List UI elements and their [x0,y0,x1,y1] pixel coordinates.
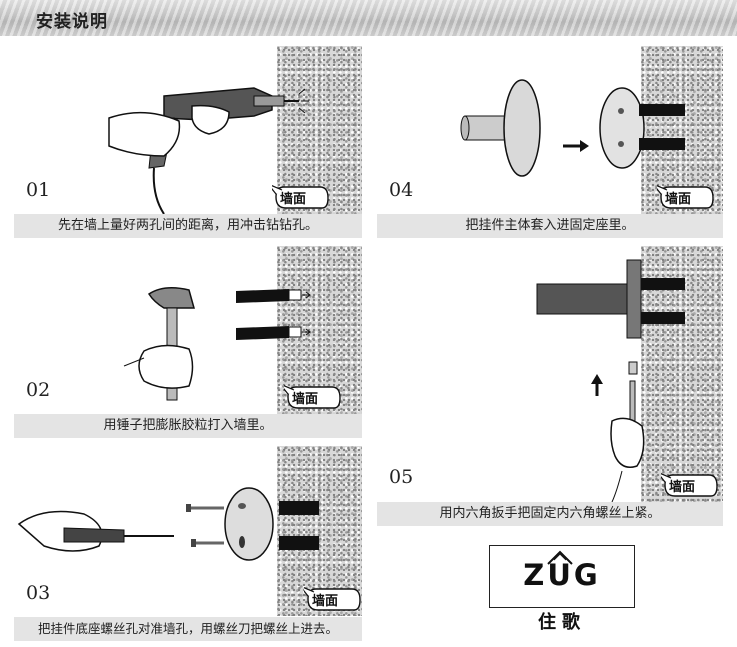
page-title: 安装说明 [36,12,108,32]
wall-label-bubble: 墙面 [661,472,718,498]
step-05-caption: 用内六角扳手把固定内六角螺丝上紧。 [377,502,723,526]
wall-texture [277,46,362,214]
mount-illustration [460,79,685,177]
step-03-caption: 把挂件底座螺丝孔对准墙孔，用螺丝刀把螺丝上进去。 [14,617,362,641]
wall-label: 墙面 [280,192,307,207]
screwdriver-illustration [17,487,319,561]
step-number: 02 [26,379,51,401]
step-04-panel: 04 墙面 [377,46,723,214]
step-number: 05 [389,466,414,488]
step-05-panel: 05 墙面 [377,246,723,502]
wall-label: 墙面 [312,594,339,609]
brand-logo: ZUG [489,545,635,608]
step-number: 03 [26,582,51,604]
wall-label: 墙面 [665,192,692,207]
step-01-caption: 先在墙上量好两孔间的距离，用冲击钻钻孔。 [14,214,362,238]
wall-label-bubble: 墙面 [284,384,341,410]
wall-texture [641,46,723,214]
wall-texture [641,246,723,502]
wall-label: 墙面 [292,392,319,407]
hex-key-illustration [536,259,685,502]
wall-label-bubble: 墙面 [304,586,361,612]
hammer-illustration [123,287,311,401]
step-02-panel: 02 墙面 [14,246,362,414]
wall-label-bubble: 墙面 [657,184,714,210]
header-texture [0,0,737,36]
header-bar: 安装说明 [0,0,737,36]
step-02-caption: 用锤子把膨胀胶粒打入墙里。 [14,414,362,438]
wall-label-bubble: 墙面 [272,184,329,210]
drill-illustration [108,87,309,214]
step-number: 01 [26,179,51,201]
step-number: 04 [389,179,414,201]
wall-texture [277,446,362,616]
step-01-panel: 01 墙面 [14,46,362,214]
step-04-caption: 把挂件主体套入进固定座里。 [377,214,723,238]
brand-name: ZUG [523,558,601,592]
wall-label: 墙面 [669,480,696,495]
brand-chinese-name: 住歌 [538,612,586,633]
mountain-icon [547,550,573,565]
step-03-panel: 03 墙面 [14,446,362,616]
